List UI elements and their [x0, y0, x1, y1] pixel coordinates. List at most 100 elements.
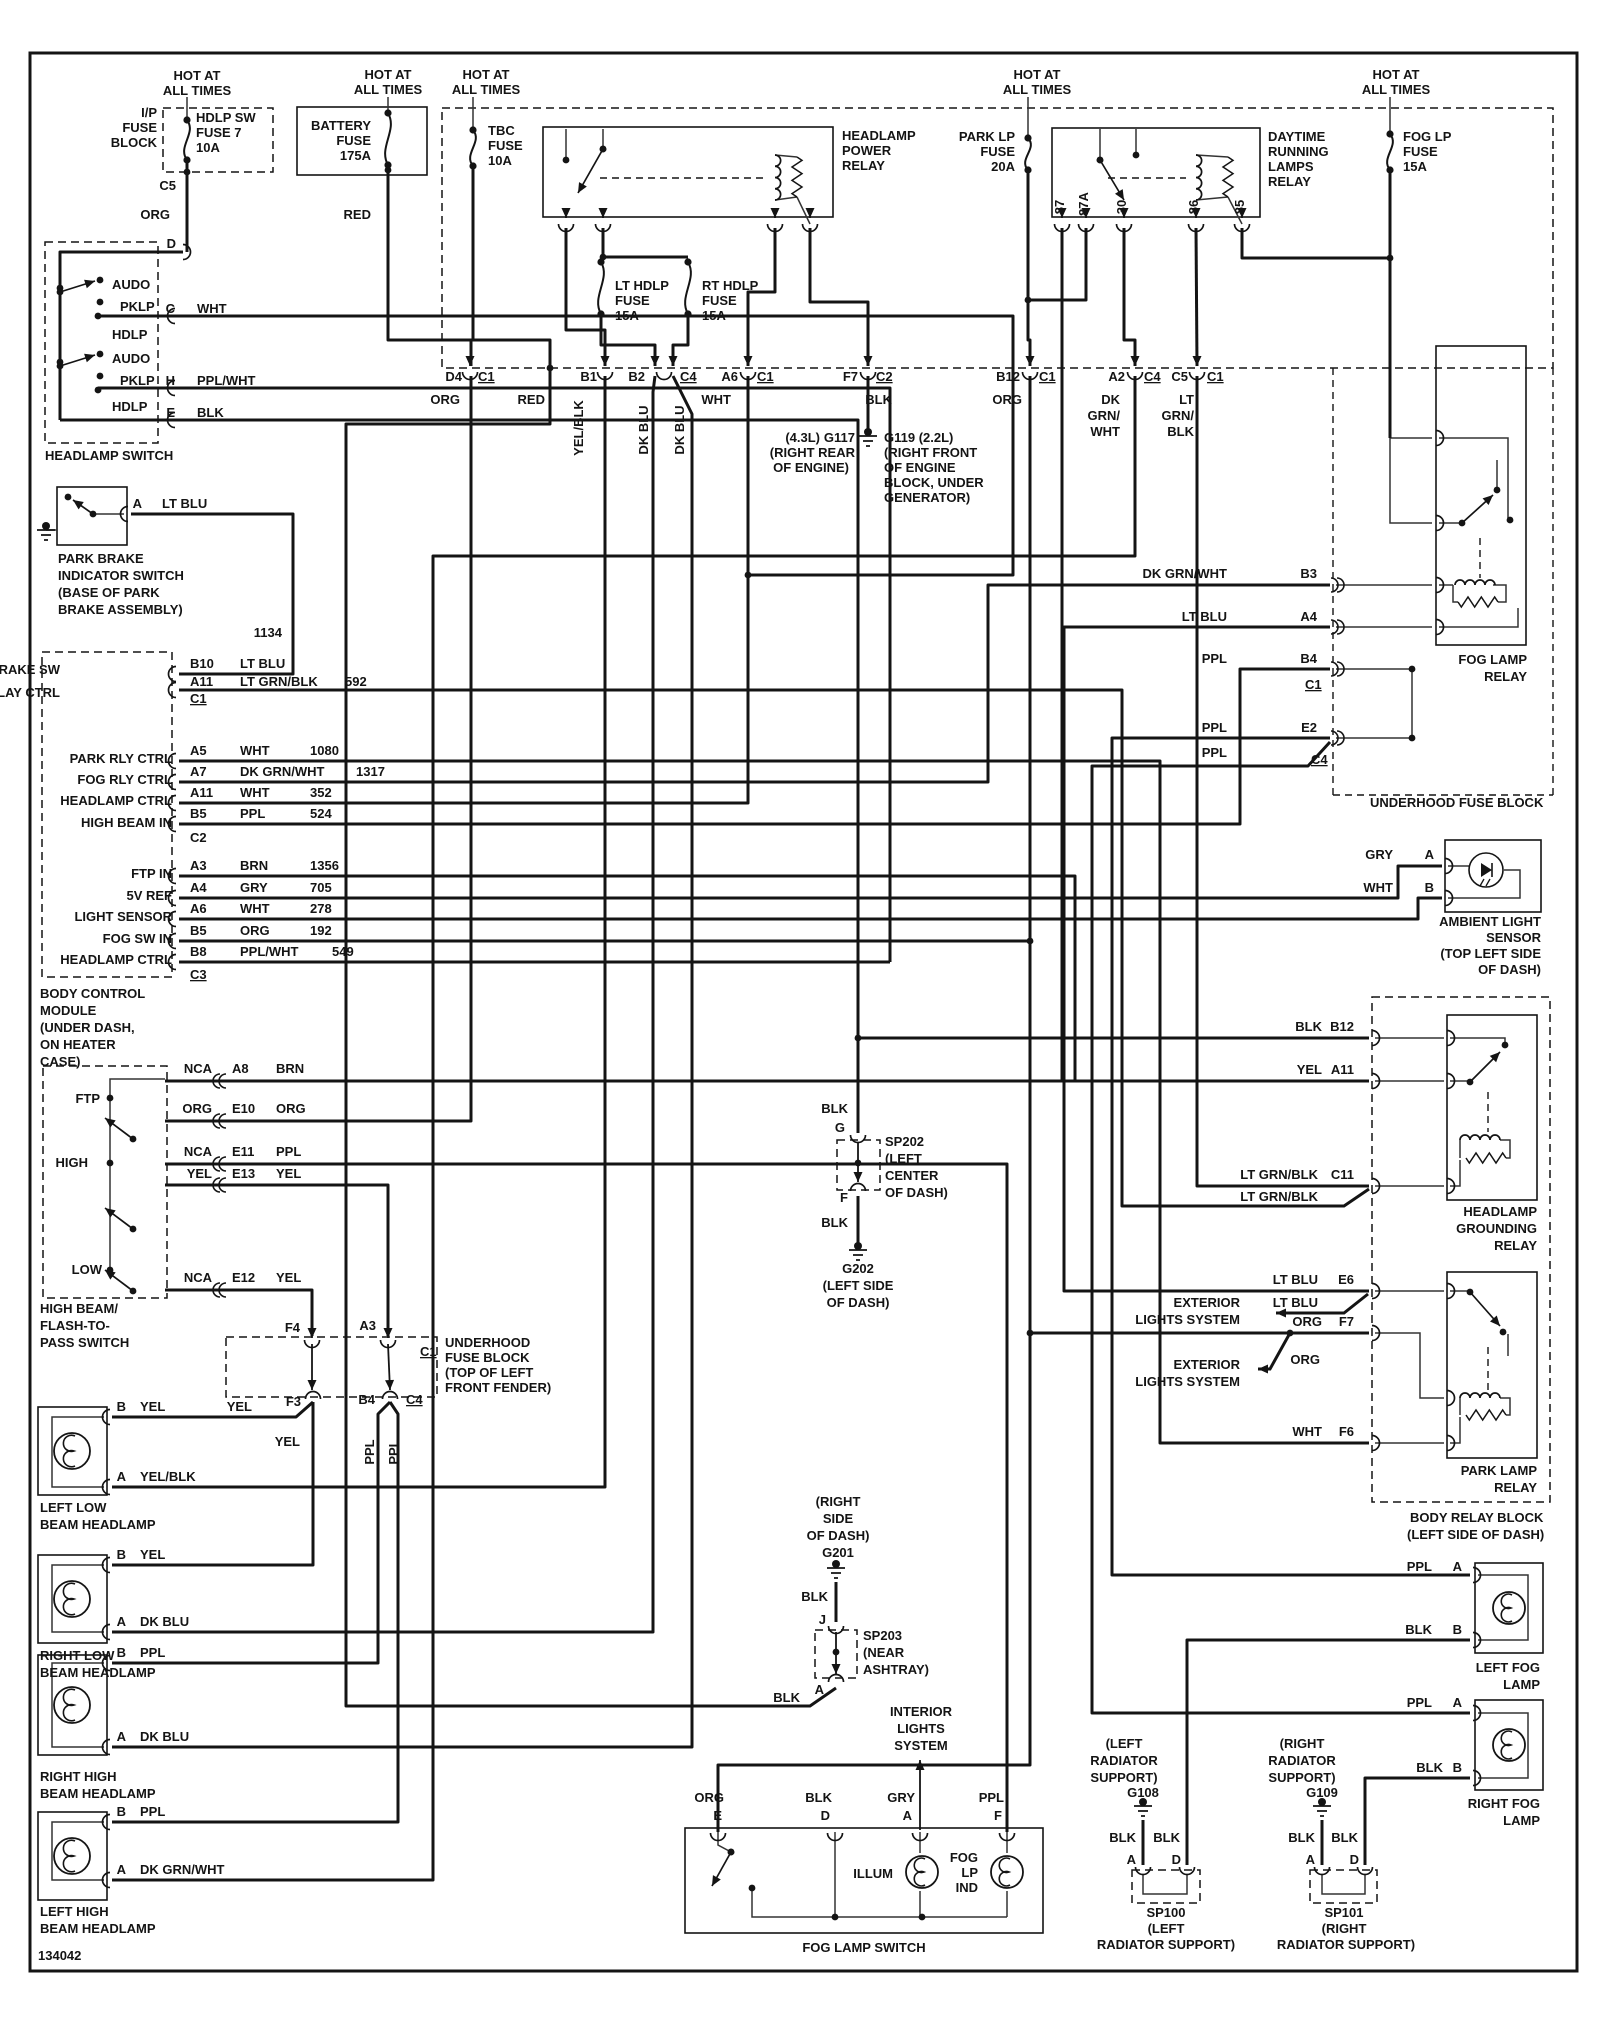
label-352: 352: [310, 785, 332, 800]
wire: [1195, 376, 1369, 1188]
wire-thin: [51, 1416, 104, 1488]
label-hot-at: HOT AT: [1373, 67, 1420, 82]
label-lt-hdlp: LT HDLP: [615, 278, 669, 293]
label-lights: LIGHTS: [897, 1721, 945, 1736]
connector-pin-arc: [1115, 223, 1133, 233]
relay-coil: [1195, 154, 1203, 201]
label-nca: NCA: [184, 1061, 213, 1076]
component-box: [56, 486, 128, 546]
connector-pin-arc: [1126, 371, 1144, 381]
arrowhead: [1191, 208, 1201, 218]
label-f7: F7: [1339, 1314, 1354, 1329]
junction-dot: [748, 1884, 756, 1892]
label-yel-blk: YEL/BLK: [571, 400, 586, 456]
label-4-3l: (4.3L): [785, 430, 820, 445]
label-hdlp: HDLP: [112, 327, 148, 342]
inline-connector-arc: [212, 1282, 221, 1298]
arrowhead: [712, 1875, 721, 1886]
label-module: MODULE: [40, 1003, 97, 1018]
label-lamp: LAMP: [1503, 1677, 1540, 1692]
arrowhead: [1130, 356, 1140, 366]
arrowhead: [863, 356, 873, 366]
connector-pin-arc: [166, 307, 176, 325]
label-blk: BLK: [801, 1589, 828, 1604]
label-red: RED: [518, 392, 545, 407]
wire: [716, 376, 1032, 1832]
label-ppl: PPL: [140, 1645, 165, 1660]
ground-dot: [42, 522, 50, 530]
label-b5: B5: [190, 923, 207, 938]
label-pass-switch: PASS SWITCH: [40, 1335, 129, 1350]
label-fog-sw-in: FOG SW IN: [103, 931, 172, 946]
label-lt-blu: LT BLU: [1182, 609, 1227, 624]
label-of-engine: OF ENGINE: [884, 460, 956, 475]
wire-thin: [1439, 437, 1509, 518]
junction-dot: [1501, 1041, 1509, 1049]
label-fog: FOG: [950, 1850, 978, 1865]
label-b: B: [1425, 880, 1434, 895]
wire: [112, 376, 1137, 1882]
connector-pin-arc: [766, 223, 784, 233]
connector-pin-arc: [182, 243, 192, 261]
label-system: SYSTEM: [894, 1738, 947, 1753]
bulb-filament: [913, 1857, 927, 1887]
connector-pin-arc: [167, 889, 177, 907]
label-a3: A3: [190, 858, 207, 873]
label-lt: LT: [1179, 392, 1194, 407]
label-dk: DK: [1101, 392, 1120, 407]
connector-pin-arc: [167, 867, 177, 885]
fuse-terminal: [597, 310, 605, 318]
connector-pin-arc: [1444, 889, 1454, 907]
label-a: A: [117, 1729, 127, 1744]
wire: [98, 314, 1015, 577]
label-ppl: PPL: [276, 1144, 301, 1159]
label-high-beam-in: HIGH BEAM IN: [81, 815, 172, 830]
label-g119-2-2l: G119 (2.2L): [884, 430, 953, 445]
arrowhead: [561, 208, 571, 218]
junction-dot: [1386, 254, 1394, 262]
connector-pin-arc: [1472, 1566, 1482, 1584]
label-c4: C4: [1311, 752, 1328, 767]
arrowhead: [650, 356, 660, 366]
connector-pin-arc: [739, 371, 757, 381]
label-headlamp: HEADLAMP: [1463, 1204, 1537, 1219]
connector-pin-arc: [1233, 223, 1251, 233]
label-all-times: ALL TIMES: [163, 83, 232, 98]
arrowhead: [84, 353, 95, 363]
label-lt-blu: LT BLU: [1273, 1295, 1318, 1310]
wire-thin: [1195, 154, 1229, 158]
label-left-fog: LEFT FOG: [1476, 1660, 1540, 1675]
label-f: F: [840, 1190, 848, 1205]
bulb-filament: [62, 1582, 77, 1616]
component-box: [37, 1406, 108, 1496]
label-c4: C4: [406, 1392, 423, 1407]
label-fog-lamp: FOG LAMP: [1458, 652, 1527, 667]
junction-dot: [1132, 151, 1140, 159]
label-drl-relay-ctrl: DRL RELAY CTRL: [0, 685, 60, 700]
arrowhead: [805, 208, 815, 218]
label-left-low: LEFT LOW: [40, 1500, 107, 1515]
label-1080: 1080: [310, 743, 339, 758]
wire: [808, 228, 870, 366]
label-b: B: [1453, 1622, 1462, 1637]
dashed-component-box: [162, 107, 274, 173]
label-g108: G108: [1127, 1785, 1159, 1800]
fuse-terminal: [183, 156, 191, 164]
label-g201: G201: [822, 1545, 854, 1560]
label-pklp: PKLP: [120, 373, 155, 388]
connector-pin-arc: [101, 1654, 111, 1672]
wire: [165, 874, 1077, 1083]
label-e6: E6: [1338, 1272, 1354, 1287]
fuse-terminal: [183, 116, 191, 124]
label-a7: A7: [190, 764, 207, 779]
label-10a: 10A: [196, 140, 220, 155]
label-87: 87: [1052, 200, 1067, 214]
label-fuse-block: FUSE BLOCK: [445, 1350, 530, 1365]
label-1134: 1134: [254, 625, 283, 640]
wire: [179, 583, 1330, 784]
label-yel: YEL: [140, 1547, 165, 1562]
label-b12: B12: [1330, 1019, 1354, 1034]
component-box: [684, 1827, 1044, 1934]
wire: [98, 386, 892, 962]
label-blk: BLK: [865, 392, 892, 407]
